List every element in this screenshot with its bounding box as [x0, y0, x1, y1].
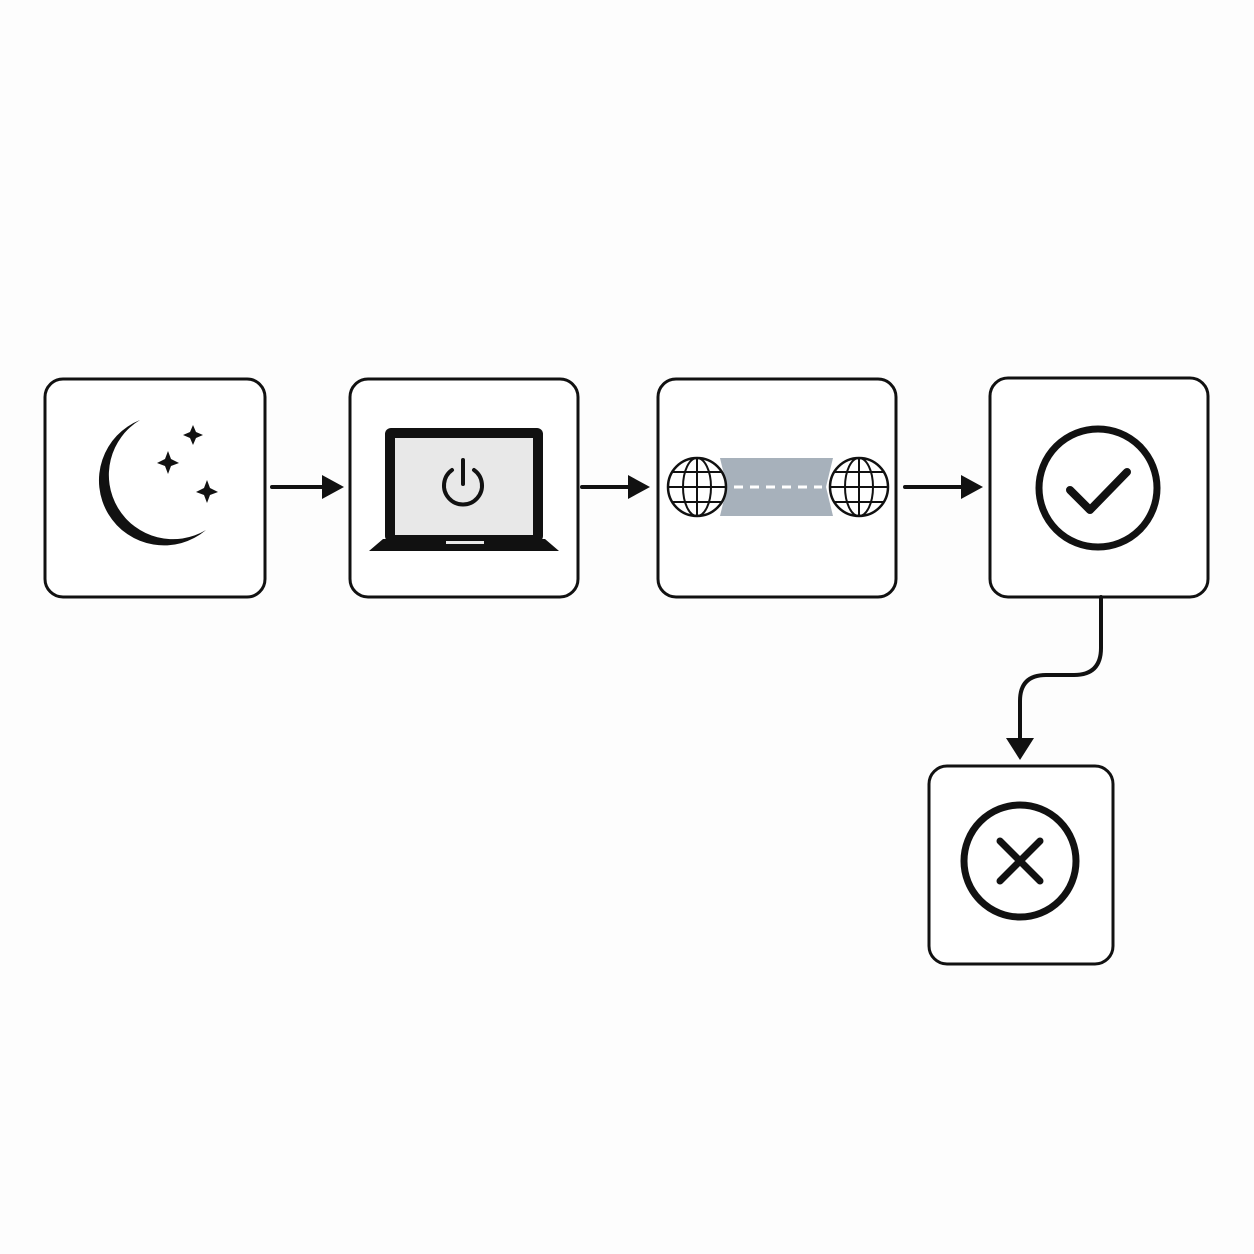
laptop-power-icon — [369, 428, 559, 551]
edge-sleep-to-wake — [270, 475, 344, 499]
node-wake — [348, 377, 580, 599]
check-circle-icon — [1035, 425, 1161, 551]
edge-success-to-failure — [1006, 595, 1103, 760]
star-icon — [183, 425, 203, 445]
star-icon — [196, 480, 218, 503]
node-success — [988, 376, 1210, 599]
node-success-box — [988, 376, 1210, 599]
x-icon — [996, 837, 1044, 885]
moon-stars-icon — [98, 420, 218, 546]
laptop-display — [395, 438, 533, 535]
arrowhead-icon — [628, 475, 650, 499]
node-network — [656, 377, 898, 599]
check-icon — [1066, 468, 1131, 514]
power-icon — [442, 468, 484, 507]
x-circle-ring — [960, 801, 1080, 921]
globe-link-icon — [666, 456, 890, 518]
globe-icon — [828, 456, 890, 518]
laptop-trackpad — [446, 541, 484, 544]
link-bar — [720, 458, 833, 516]
edge-network-to-success — [903, 475, 983, 499]
node-failure — [927, 764, 1115, 966]
arrowhead-icon — [1006, 738, 1034, 760]
x-circle-icon — [960, 801, 1080, 921]
globe-icon — [666, 456, 728, 518]
connector-line — [1018, 595, 1103, 744]
arrowhead-icon — [961, 475, 983, 499]
node-sleep — [43, 377, 267, 599]
arrowhead-icon — [322, 475, 344, 499]
edge-wake-to-network — [580, 475, 650, 499]
laptop-base-icon — [369, 539, 559, 551]
star-icon — [157, 451, 179, 474]
check-circle-ring — [1035, 425, 1161, 551]
node-sleep-box — [43, 377, 267, 599]
